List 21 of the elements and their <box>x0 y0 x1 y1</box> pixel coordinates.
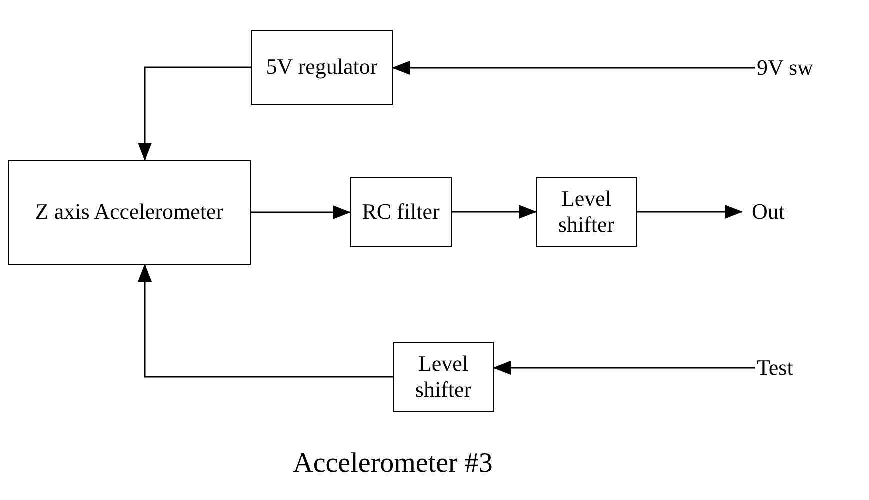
arrow <box>251 206 351 220</box>
arrow <box>392 61 755 75</box>
signal-label: Out <box>752 194 822 230</box>
block-box <box>8 160 251 265</box>
signal-label: 9V sw <box>757 50 847 86</box>
block-box <box>350 177 452 247</box>
block-box <box>393 342 494 412</box>
block-label: RC filter <box>362 198 440 226</box>
signal-label: Test <box>757 350 827 386</box>
arrow <box>138 264 393 378</box>
block-box <box>251 30 393 105</box>
arrow <box>138 66 251 161</box>
block-label: Level shifter <box>414 350 473 404</box>
arrow <box>452 205 537 219</box>
arrow <box>637 205 743 219</box>
caption: Accelerometer #3 <box>293 448 493 480</box>
block-label: 5V regulator <box>266 54 378 81</box>
block-label: Z axis Accelerometer <box>35 199 224 226</box>
block-label: Level shifter <box>557 186 616 238</box>
arrow <box>493 361 755 375</box>
block-box <box>536 177 637 247</box>
